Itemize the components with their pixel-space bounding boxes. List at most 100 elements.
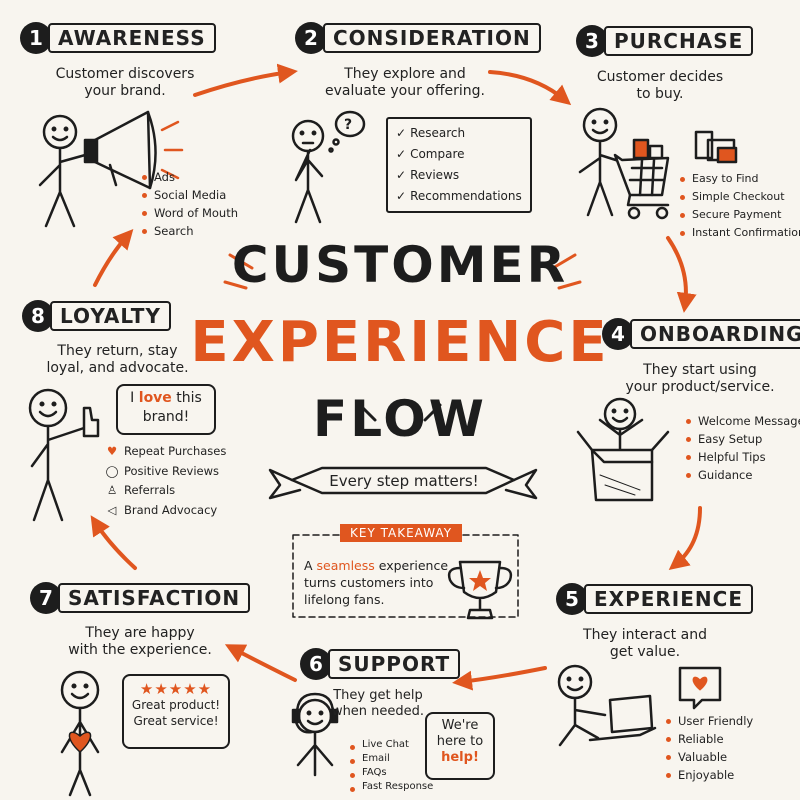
desc-line: when needed. bbox=[331, 704, 425, 719]
figure-heart-icon bbox=[60, 670, 100, 797]
bubble-line: Great service! bbox=[133, 714, 219, 728]
step-label: ONBOARDING bbox=[630, 319, 800, 349]
step-number: 2 bbox=[295, 22, 327, 54]
desc-line: They are happy bbox=[85, 625, 195, 641]
figure-thinking-icon bbox=[291, 110, 366, 224]
heart-icon bbox=[692, 676, 708, 691]
desc-line: They explore and bbox=[344, 66, 466, 82]
step-7-description: They are happy with the experience. bbox=[40, 625, 240, 659]
list-item: Social Media bbox=[142, 186, 238, 204]
list-item: ♥ Repeat Purchases bbox=[104, 442, 227, 462]
step-number: 8 bbox=[22, 300, 54, 332]
bubble-highlight: love bbox=[138, 390, 172, 406]
desc-line: to buy. bbox=[636, 86, 684, 102]
list-item-label: Brand Advocacy bbox=[124, 502, 218, 517]
title-banner: Every step matters! bbox=[329, 472, 479, 490]
desc-line: They return, stay bbox=[57, 343, 178, 359]
figure-thumbs-up-icon bbox=[28, 388, 100, 522]
figure-unboxing-icon bbox=[576, 397, 670, 502]
step-2-description: They explore and evaluate your offering. bbox=[290, 66, 520, 100]
title-line-1: CUSTOMER bbox=[231, 236, 569, 294]
list-item-label: Repeat Purchases bbox=[124, 444, 227, 458]
step-3-header: 3 PURCHASE bbox=[576, 25, 754, 57]
step-label: PURCHASE bbox=[604, 26, 754, 56]
desc-line: get value. bbox=[609, 644, 681, 660]
checklist-item: ✓Research bbox=[396, 123, 522, 144]
megaphone-icon: ◁ bbox=[107, 502, 117, 517]
list-item: Fast Response bbox=[350, 780, 433, 794]
step-5-items: User Friendly Reliable Valuable Enjoyabl… bbox=[666, 712, 753, 784]
takeaway-text: A bbox=[304, 558, 317, 573]
bubble-line: here to bbox=[436, 734, 484, 749]
desc-line: with the experience. bbox=[68, 642, 212, 658]
desc-line: They get help bbox=[333, 688, 423, 703]
checklist-item: ✓Reviews bbox=[396, 165, 522, 186]
list-item: FAQs bbox=[350, 766, 433, 780]
bubble-text: this bbox=[171, 390, 202, 406]
list-item: Secure Payment bbox=[680, 206, 800, 224]
arrow-6-to-7 bbox=[224, 644, 297, 682]
checklist-label: Compare bbox=[410, 147, 465, 161]
step-5-header: 5 EXPERIENCE bbox=[556, 583, 753, 615]
heart-icon: ♥ bbox=[106, 444, 118, 458]
review-speech-bubble: ★★★★★ Great product! Great service! bbox=[122, 674, 230, 749]
list-item: Easy Setup bbox=[686, 430, 800, 448]
person-icon: ♙ bbox=[106, 483, 118, 497]
step-number: 1 bbox=[20, 22, 52, 54]
list-item: Guidance bbox=[686, 466, 800, 484]
step-4-header: 4 ONBOARDING bbox=[602, 318, 800, 350]
figure-headset-icon bbox=[291, 692, 339, 777]
step-6-items: Live Chat Email FAQs Fast Response bbox=[350, 738, 433, 794]
title-line-3: FLOW bbox=[313, 390, 487, 448]
list-item: Helpful Tips bbox=[686, 448, 800, 466]
list-item: Word of Mouth bbox=[142, 204, 238, 222]
desc-line: your brand. bbox=[84, 83, 166, 99]
arrow-3-to-4 bbox=[666, 236, 697, 313]
list-item: ◁ Brand Advocacy bbox=[104, 501, 226, 521]
step-1-header: 1 AWARENESS bbox=[20, 22, 216, 54]
check-icon: ✓ bbox=[396, 168, 407, 182]
arrow-2-to-3 bbox=[488, 70, 572, 106]
desc-line: your product/service. bbox=[625, 379, 775, 395]
check-icon: ✓ bbox=[396, 189, 407, 203]
list-item: ♙ Referrals bbox=[104, 481, 226, 501]
figure-shopping-cart-icon bbox=[578, 107, 738, 220]
bubble-highlight: help! bbox=[441, 750, 479, 765]
bubble-text: I bbox=[130, 390, 139, 406]
step-label: CONSIDERATION bbox=[323, 23, 541, 53]
desc-line: Customer decides bbox=[596, 69, 724, 85]
step-6-description: They get help when needed. bbox=[318, 688, 438, 720]
step-3-description: Customer decides to buy. bbox=[570, 69, 750, 103]
sound-rays-icon bbox=[160, 120, 184, 180]
list-item-label: Referrals bbox=[124, 483, 176, 497]
check-icon: ✓ bbox=[396, 147, 407, 161]
checklist-label: Recommendations bbox=[410, 189, 522, 203]
step-8-description: They return, stay loyal, and advocate. bbox=[30, 343, 205, 377]
list-item: Valuable bbox=[666, 748, 753, 766]
desc-line: evaluate your offering. bbox=[325, 83, 485, 99]
star-rating-icon: ★★★★★ bbox=[139, 680, 213, 698]
desc-line: They interact and bbox=[583, 627, 707, 643]
takeaway-line: lifelong fans. bbox=[304, 592, 385, 607]
title-line-2: EXPERIENCE bbox=[190, 310, 610, 375]
list-item: Instant Confirmation bbox=[680, 224, 800, 242]
arrow-5-to-6 bbox=[452, 666, 547, 691]
step-label: SATISFACTION bbox=[58, 583, 251, 613]
step-1-description: Customer discovers your brand. bbox=[30, 66, 220, 100]
step-4-description: They start using your product/service. bbox=[610, 362, 790, 396]
desc-line: loyal, and advocate. bbox=[46, 360, 189, 376]
step-number: 4 bbox=[602, 318, 634, 350]
bubble-line: Great product! bbox=[131, 698, 221, 712]
takeaway-line: A seamless experience bbox=[304, 557, 454, 574]
svg-text:?: ? bbox=[344, 117, 352, 133]
bubble-line: We're bbox=[441, 718, 479, 733]
step-number: 7 bbox=[30, 582, 62, 614]
checklist-label: Reviews bbox=[410, 168, 460, 182]
key-takeaway-label: KEY TAKEAWAY bbox=[340, 524, 463, 542]
step-label: EXPERIENCE bbox=[584, 584, 753, 614]
list-item: Easy to Find bbox=[680, 170, 800, 188]
takeaway-line: turns customers into bbox=[304, 575, 434, 590]
checklist-item: ✓Recommendations bbox=[396, 186, 522, 207]
step-number: 3 bbox=[576, 25, 608, 57]
